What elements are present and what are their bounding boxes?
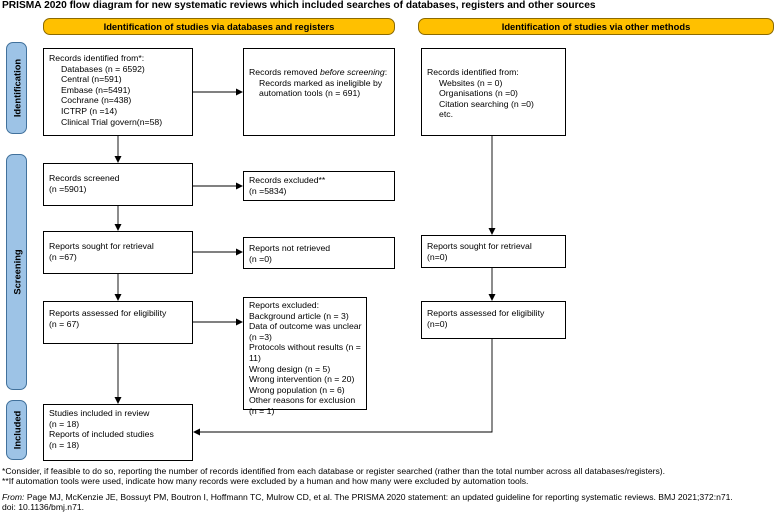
- records-identified-item: Embase (n=5491): [61, 84, 131, 95]
- phase-included: Included: [6, 400, 27, 460]
- footnote-2: **If automation tools were used, indicat…: [2, 476, 529, 486]
- box-reports-not-retrieved: Reports not retrieved (n =0): [243, 237, 395, 269]
- records-removed-heading-text: Records removed: [249, 67, 320, 77]
- source-label: From:: [2, 492, 25, 502]
- reports-sought-label: Reports sought for retrieval: [49, 241, 154, 251]
- records-identified-item: Central (n=591): [61, 74, 122, 85]
- box-reports-assessed: Reports assessed for eligibility (n = 67…: [43, 301, 193, 344]
- reports-excluded-item: Protocols without results (n = 11): [249, 342, 361, 363]
- reports-sought-count: (n =67): [49, 251, 77, 262]
- box-records-identified: Records identified from*: Databases (n =…: [43, 48, 193, 136]
- reports-assessed-count: (n = 67): [49, 318, 80, 329]
- reports-not-retrieved-count: (n =0): [249, 253, 272, 264]
- records-excluded-count: (n =5834): [249, 185, 287, 196]
- header-databases: Identification of studies via databases …: [43, 18, 395, 35]
- box-other-reports-assessed: Reports assessed for eligibility (n=0): [421, 301, 566, 339]
- box-records-excluded: Records excluded** (n =5834): [243, 171, 395, 201]
- records-identified-item: Cochrane (n=438): [61, 95, 132, 106]
- other-identified-heading: Records identified from:: [427, 67, 519, 77]
- box-records-screened: Records screened (n =5901): [43, 163, 193, 206]
- box-reports-excluded: Reports excluded: Background article (n …: [243, 297, 367, 416]
- records-identified-item: Clinical Trial govern(n=58): [61, 116, 163, 127]
- source-text: Page MJ, McKenzie JE, Bossuyt PM, Boutro…: [24, 492, 733, 502]
- included-studies-label: Studies included in review: [49, 408, 150, 418]
- records-excluded-label: Records excluded**: [249, 175, 326, 185]
- diagram-title: PRISMA 2020 flow diagram for new systema…: [2, 0, 596, 11]
- other-identified-item: Citation searching (n =0): [439, 98, 534, 109]
- records-screened-label: Records screened: [49, 173, 120, 183]
- other-assessed-count: (n=0): [427, 318, 448, 329]
- box-included: Studies included in review (n = 18) Repo…: [43, 404, 193, 461]
- other-identified-item: Organisations (n =0): [439, 88, 518, 99]
- reports-excluded-item: Wrong population (n = 6): [249, 384, 345, 395]
- included-reports-count: (n = 18): [49, 439, 80, 450]
- included-studies-count: (n = 18): [49, 418, 80, 429]
- other-assessed-label: Reports assessed for eligibility: [427, 308, 545, 318]
- reports-excluded-item: Data of outcome was unclear (n =3): [249, 321, 362, 342]
- reports-excluded-item: Background article (n = 3): [249, 310, 349, 321]
- other-identified-item: Websites (n = 0): [439, 77, 503, 88]
- records-removed-item: Records marked as ineligible by automati…: [259, 77, 383, 99]
- reports-excluded-item: Wrong intervention (n = 20): [249, 374, 355, 385]
- records-removed-heading-end: :: [384, 67, 388, 77]
- reports-not-retrieved-label: Reports not retrieved: [249, 243, 331, 253]
- reports-excluded-item: Wrong design (n = 5): [249, 363, 331, 374]
- phase-identification: Identification: [6, 42, 27, 134]
- reports-excluded-item: Other reasons for exclusion (n = 1): [249, 395, 356, 416]
- included-reports-label: Reports of included studies: [49, 429, 154, 440]
- box-other-reports-sought: Reports sought for retrieval (n=0): [421, 235, 566, 268]
- other-identified-item: etc.: [439, 109, 454, 120]
- header-other-methods: Identification of studies via other meth…: [418, 18, 774, 35]
- phase-screening: Screening: [6, 154, 27, 390]
- records-identified-item: ICTRP (n =14): [61, 105, 118, 116]
- reports-assessed-label: Reports assessed for eligibility: [49, 308, 167, 318]
- box-records-removed: Records removed before screening: Record…: [243, 48, 395, 136]
- source-citation: From: Page MJ, McKenzie JE, Bossuyt PM, …: [2, 492, 733, 502]
- box-reports-sought: Reports sought for retrieval (n =67): [43, 231, 193, 274]
- other-sought-count: (n=0): [427, 251, 448, 262]
- source-doi: doi: 10.1136/bmj.n71.: [2, 502, 85, 512]
- records-screened-count: (n =5901): [49, 183, 87, 194]
- other-sought-label: Reports sought for retrieval: [427, 241, 532, 251]
- footnote-1: *Consider, if feasible to do so, reporti…: [2, 466, 666, 476]
- records-removed-heading: Records removed before screening:: [249, 67, 389, 78]
- arrow-other-assessed-to-included: [193, 339, 493, 436]
- records-identified-item: Databases (n = 6592): [61, 63, 145, 74]
- box-other-records-identified: Records identified from: Websites (n = 0…: [421, 48, 566, 136]
- records-identified-heading: Records identified from*:: [49, 53, 145, 63]
- records-removed-heading-italic: before screening: [319, 67, 385, 77]
- reports-excluded-heading: Reports excluded:: [249, 300, 320, 310]
